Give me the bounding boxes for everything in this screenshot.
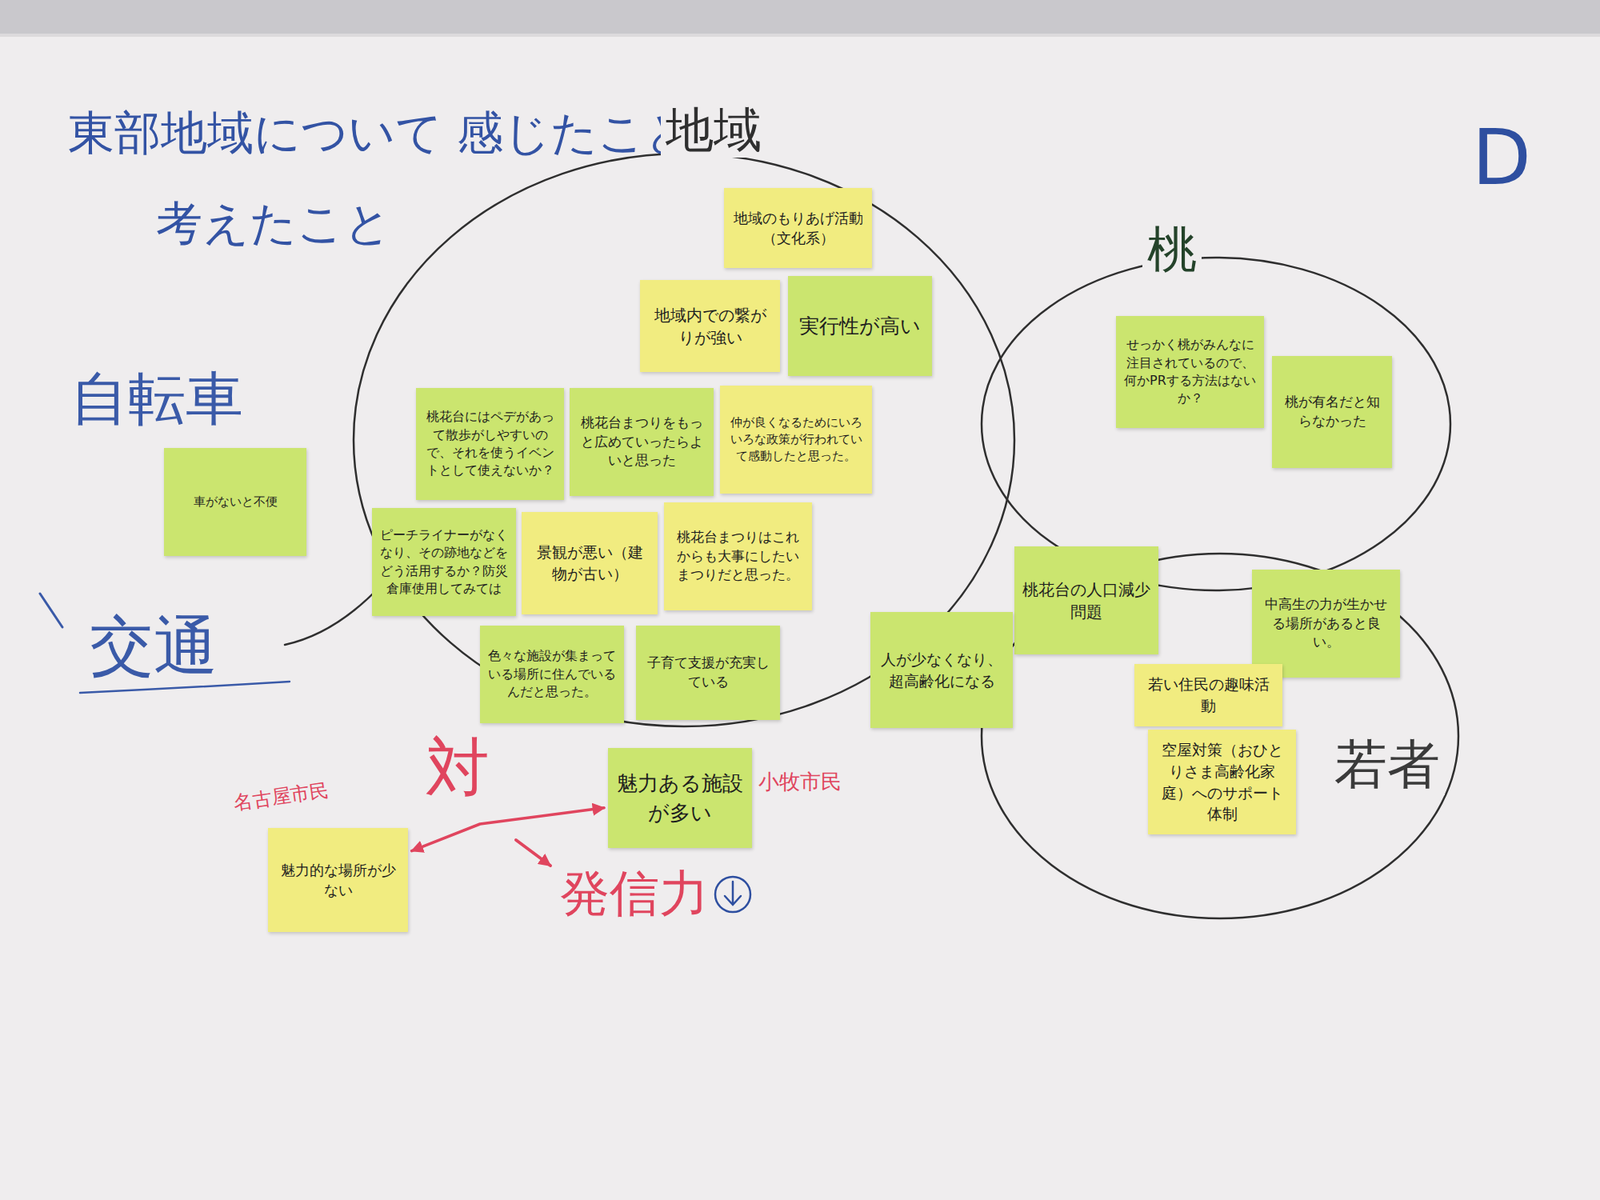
note-text: 仲が良くなるためにいろいろな政策が行われていて感動したと思った。 — [728, 414, 864, 465]
group-label: 小牧市民 — [758, 769, 842, 795]
note-text: 桃花台にはペデがあって散歩がしやすいので、それを使うイベントとして使えないか？ — [424, 408, 556, 480]
keyword-label: 発信力 — [560, 864, 709, 924]
note-text: 車がないと不便 — [172, 493, 299, 511]
topic-label: 自転車 — [70, 364, 244, 433]
circle-heading: 地域 — [660, 102, 767, 158]
sticky-note: せっかく桃がみんなに注目されているので、何かPRする方法はないか？ — [1116, 316, 1264, 428]
sticky-note: 空屋対策（おひとりさま高齢化家庭）へのサポート体制 — [1148, 729, 1296, 835]
sticky-note: 魅力ある施設が多い — [608, 748, 752, 848]
note-text: ピーチライナーがなくなり、その跡地などをどう活用するか？防災倉庫使用してみては — [380, 526, 508, 599]
note-text: 桃が有名だと知らなかった — [1280, 392, 1384, 432]
red-arrow — [516, 840, 551, 866]
circled-mark — [715, 876, 751, 912]
sticky-note: 若い住民の趣味活動 — [1134, 664, 1283, 727]
sticky-note: 地域のもりあげ活動（文化系） — [724, 188, 872, 268]
traffic-slash — [40, 593, 63, 628]
topic-circle: 桃せっかく桃がみんなに注目されているので、何かPRする方法はないか？桃が有名だと… — [980, 256, 1452, 592]
sticky-note: 桃花台まつりをもっと広めていったらよいと思った — [569, 388, 714, 496]
note-text: 桃花台まつりはこれからも大事にしたいまつりだと思った。 — [672, 528, 804, 585]
sticky-note: 魅力的な場所が少ない — [268, 828, 408, 932]
note-text: 色々な施設が集まっている場所に住んでいるんだと思った。 — [488, 647, 616, 701]
circle-heading: 桃 — [1142, 220, 1202, 278]
sticky-note: 桃花台の人口減少問題 — [1014, 546, 1159, 655]
note-text: せっかく桃がみんなに注目されているので、何かPRする方法はないか？ — [1124, 336, 1256, 408]
sticky-note: 桃が有名だと知らなかった — [1272, 356, 1392, 468]
sticky-note: 車がないと不便 — [164, 448, 307, 556]
sticky-note: 桃花台まつりはこれからも大事にしたいまつりだと思った。 — [664, 502, 812, 611]
note-text: 魅力ある施設が多い — [616, 768, 744, 828]
topic-label: 交通 — [89, 608, 218, 685]
note-text: 子育て支援が充実している — [644, 653, 772, 692]
note-text: 中高生の力が生かせる場所があると良い。 — [1260, 595, 1392, 652]
board-letter: D — [1472, 112, 1532, 204]
note-text: 魅力的な場所が少ない — [276, 860, 400, 900]
traffic-underline — [80, 681, 290, 693]
sticky-note: 人が少なくなり、超高齢化になる — [870, 612, 1013, 728]
board-edge — [0, 33, 1600, 37]
edge-label: 対 — [422, 729, 493, 807]
traffic-arc — [284, 584, 383, 645]
wall-strip — [0, 0, 1600, 34]
contrast-arrow — [412, 808, 604, 852]
note-text: 若い住民の趣味活動 — [1142, 673, 1275, 716]
note-text: 景観が悪い（建物が古い） — [529, 541, 650, 584]
circled-mark-arrow — [724, 881, 741, 905]
note-text: 地域内での繋がりが強い — [648, 304, 772, 349]
sticky-note: 仲が良くなるためにいろいろな政策が行われていて感動したと思った。 — [720, 385, 872, 494]
sticky-note: 色々な施設が集まっている場所に住んでいるんだと思った。 — [480, 625, 624, 724]
circle-outline-shape — [981, 257, 1451, 591]
sticky-note: 景観が悪い（建物が古い） — [521, 512, 658, 615]
circle-heading: 若者 — [1329, 734, 1445, 796]
sticky-note: 子育て支援が充実している — [636, 625, 780, 720]
group-label: 名古屋市民 — [232, 778, 331, 815]
note-text: 人が少なくなり、超高齢化になる — [878, 648, 1005, 692]
note-text: 実行性が高い — [796, 312, 924, 340]
sticky-note: 地域内での繋がりが強い — [640, 280, 780, 372]
note-text: 桃花台の人口減少問題 — [1022, 578, 1151, 624]
sticky-note: 実行性が高い — [788, 276, 932, 376]
note-text: 桃花台まつりをもっと広めていったらよいと思った — [577, 413, 706, 471]
note-text: 空屋対策（おひとりさま高齢化家庭）へのサポート体制 — [1156, 739, 1288, 824]
sticky-note: ピーチライナーがなくなり、その跡地などをどう活用するか？防災倉庫使用してみては — [372, 508, 516, 616]
note-text: 地域のもりあげ活動（文化系） — [732, 208, 864, 248]
sticky-note: 中高生の力が生かせる場所があると良い。 — [1252, 569, 1400, 678]
sticky-note: 桃花台にはペデがあって散歩がしやすいので、それを使うイベントとして使えないか？ — [416, 388, 564, 500]
board-title: 東部地域について 感じたこと、考えたこと — [68, 88, 764, 269]
